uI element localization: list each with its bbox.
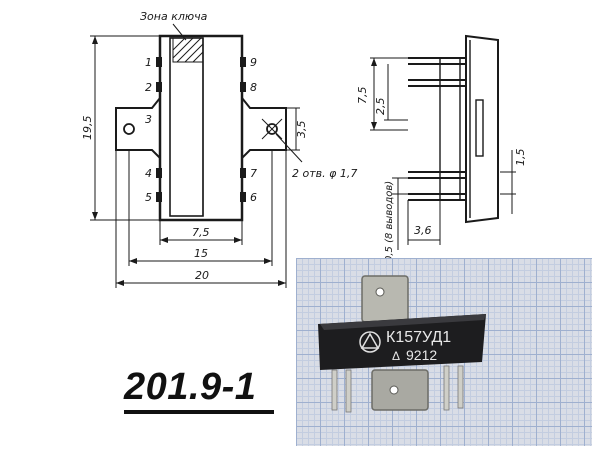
package-body-outline — [158, 34, 244, 222]
hole-leader — [275, 133, 303, 163]
pin-number-1: 1 — [145, 56, 152, 69]
dim-7-5: 7,5 — [356, 87, 369, 105]
photo-chip-body — [318, 314, 486, 370]
photo-triangle-mark: Δ — [392, 349, 400, 363]
package-caption: 201.9-1 — [124, 366, 257, 408]
pin-number-3: 3 — [145, 113, 152, 126]
dim-1-5: 1,5 — [514, 149, 527, 167]
component-photo: К157УД1 Δ 9212 — [296, 258, 592, 446]
left-tab-outline — [115, 97, 161, 159]
dim-3-6: 3,6 — [414, 224, 432, 237]
photo-chip-marking: К157УД1 — [386, 329, 451, 346]
pin-number-2: 2 — [145, 81, 152, 94]
dim-total-width: 20 — [195, 269, 209, 282]
side-pins — [408, 57, 466, 201]
dim-body-width: 7,5 — [192, 226, 210, 239]
pin-number-9: 9 — [250, 56, 257, 69]
left-mount-hole — [123, 123, 135, 135]
dim-2-5: 2,5 — [374, 98, 387, 116]
right-mount-hole — [266, 123, 278, 135]
caption-underline — [124, 410, 274, 414]
hole-label: 2 отв. φ 1,7 — [292, 167, 357, 180]
dim-pins: 0,5 (8 выводов) — [384, 181, 395, 262]
key-zone-leader — [172, 23, 187, 41]
photo-date-code: 9212 — [406, 347, 437, 363]
photo-bottom-tab — [371, 369, 429, 411]
pin-number-8: 8 — [250, 81, 257, 94]
pin-number-5: 5 — [145, 191, 152, 204]
top-view: 1 2 3 4 5 6 7 8 9 Зона ключа 2 отв. φ 1,… — [81, 10, 357, 288]
package-inner-outline — [169, 37, 204, 217]
dim-tab: 3,5 — [295, 121, 308, 139]
key-zone-label: Зона ключа — [140, 10, 208, 23]
pins-right — [240, 57, 246, 202]
pin-number-7: 7 — [250, 167, 257, 180]
photo-illustration: К157УД1 Δ 9212 — [318, 275, 486, 413]
pins-left — [156, 57, 162, 202]
key-zone-hatch — [172, 37, 204, 63]
photo-top-tab — [361, 275, 409, 323]
pin-number-4: 4 — [145, 167, 152, 180]
side-body — [465, 34, 499, 224]
dim-total-height: 19,5 — [81, 116, 94, 141]
pin-number-6: 6 — [250, 191, 257, 204]
dim-mid-width: 15 — [194, 247, 208, 260]
side-view: 7,5 2,5 1,5 3,6 0,5 (8 выводов) — [356, 34, 527, 262]
photo-pins — [331, 365, 464, 413]
right-tab-outline — [241, 97, 287, 159]
